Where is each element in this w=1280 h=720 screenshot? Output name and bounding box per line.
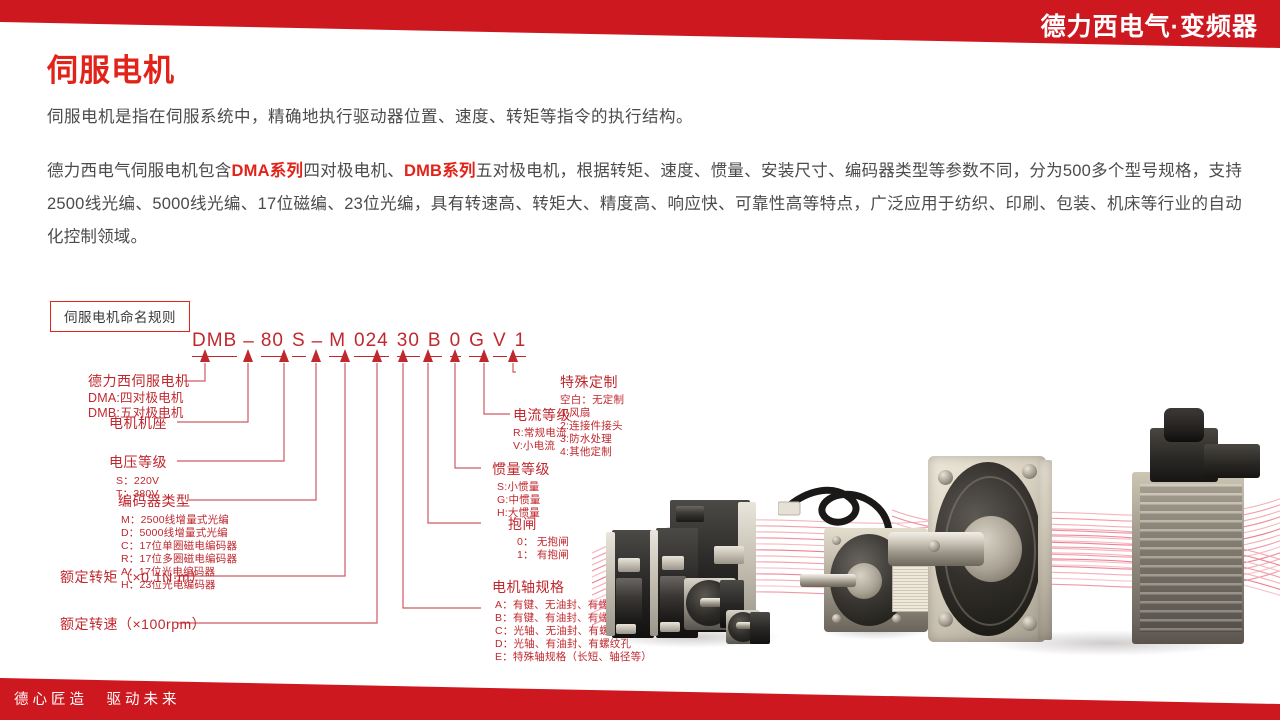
servo-drive-2-side xyxy=(650,530,658,636)
para-text-2: 四对极电机、 xyxy=(303,162,404,180)
big-motor-connector-cap xyxy=(1164,408,1204,442)
model-code-segment: S xyxy=(291,330,306,357)
label-frame: 电机机座 xyxy=(109,413,167,433)
body-paragraph: 德力西电气伺服电机包含DMA系列四对极电机、DMB系列五对极电机，根据转矩、速度… xyxy=(47,155,1242,254)
mid-motor-cable xyxy=(778,486,893,556)
label-voltage: 电压等级 S：220V T：380V xyxy=(109,452,167,501)
product-photo-group xyxy=(592,398,1280,674)
label-shaft-sub: A：有键、无油封、有螺纹孔 B：有键、有油封、有螺纹孔 C：光轴、无油封、有螺纹… xyxy=(495,599,653,663)
label-encoder-sub: M：2500线增量式光编 D：5000线增量式光编 C：17位单圈磁电编码器 R… xyxy=(121,514,238,591)
label-shaft: 电机轴规格 A：有键、无油封、有螺纹孔 B：有键、有油封、有螺纹孔 C：光轴、无… xyxy=(492,577,652,664)
big-motor-flange-edge xyxy=(1038,460,1052,640)
label-speed: 额定转速（×100rpm） xyxy=(60,614,206,634)
model-code-segment: 30 xyxy=(396,330,420,357)
page-subtitle: 伺服电机是指在伺服系统中，精确地执行驱动器位置、速度、转矩等指令的执行结构。 xyxy=(47,108,693,126)
label-torque-head: 额定转矩（×0.1N·m） xyxy=(60,569,205,585)
model-code-segment: DMB xyxy=(192,330,238,357)
label-brake: 抱闸 0： 无抱闸 1： 有抱闸 xyxy=(508,514,569,562)
drive-1-port xyxy=(618,558,640,572)
label-inertia: 惯量等级 S:小惯量 G:中惯量 H:大惯量 xyxy=(492,459,550,520)
label-custom: 特殊定制 空白：无定制 1:风扇 2:连接件接头 3:防水处理 4:其他定制 xyxy=(560,372,624,459)
label-inertia-head: 惯量等级 xyxy=(492,461,550,477)
model-code-segment: 024 xyxy=(354,330,389,357)
drive-label xyxy=(714,546,744,564)
label-frame-head: 电机机座 xyxy=(109,415,167,431)
model-code-segment: 0 xyxy=(449,330,462,357)
model-code-segment: M xyxy=(329,330,347,357)
model-code-segment: V xyxy=(492,330,507,357)
big-motor-bolt-tr xyxy=(1022,464,1037,479)
small-motor-b-back xyxy=(750,612,770,644)
model-code-segment: – xyxy=(311,331,324,352)
label-series-head: 德力西伺服电机 xyxy=(88,373,190,389)
drive-top-vent xyxy=(676,506,704,522)
label-current-head: 电流等级 xyxy=(513,407,571,423)
para-text-1: 德力西电气伺服电机包含 xyxy=(47,162,232,180)
para-highlight-dma: DMA系列 xyxy=(231,162,304,180)
big-motor-bolt-tl xyxy=(938,470,953,485)
big-motor-bolt-bl xyxy=(938,612,953,627)
mid-motor-bolt-tl xyxy=(832,536,841,545)
label-encoder: 编码器类型 M：2500线增量式光编 D：5000线增量式光编 C：17位单圈磁… xyxy=(118,491,237,592)
model-code-segment: – xyxy=(243,331,255,352)
label-voltage-sub: S：220V T：380V xyxy=(116,475,160,500)
big-motor-bolt-ml xyxy=(928,540,940,552)
label-speed-head: 额定转速（×100rpm） xyxy=(60,616,207,632)
brand-title: 德力西电气·变频器 xyxy=(1040,13,1258,41)
big-motor-bolt-br xyxy=(1022,616,1037,631)
label-series: 德力西伺服电机 DMA:四对极电机 DMB:五对极电机 xyxy=(88,371,190,421)
model-code-segment: 1 xyxy=(514,330,527,357)
label-shaft-head: 电机轴规格 xyxy=(492,579,565,595)
model-code-segment: 80 xyxy=(260,330,284,357)
label-torque: 额定转矩（×0.1N·m） xyxy=(60,567,205,587)
big-motor-connector-side xyxy=(1204,444,1260,478)
label-series-sub: DMA:四对极电机 DMB:五对极电机 xyxy=(88,391,184,420)
mid-motor-bolt-br xyxy=(892,614,901,623)
drive-1-footer xyxy=(616,624,636,634)
label-inertia-sub: S:小惯量 G:中惯量 H:大惯量 xyxy=(497,481,541,519)
label-encoder-head: 编码器类型 xyxy=(118,493,191,509)
drive-1-panel xyxy=(616,578,642,622)
para-text-3: 五对极电机，根据转矩、速度、惯量、安装尺寸、编码器类型等参数不同，分为500多个… xyxy=(47,162,1243,246)
label-current: 电流等级 R:常规电流 V:小电流 xyxy=(513,405,571,453)
footer-slogan: 德心匠造 驱动未来 xyxy=(14,692,181,708)
big-motor-fins xyxy=(1140,484,1242,632)
label-custom-head: 特殊定制 xyxy=(560,374,618,390)
model-code-segment: B xyxy=(427,330,442,357)
model-code-segment: G xyxy=(469,330,485,357)
label-brake-head: 抱闸 xyxy=(508,516,537,532)
label-brake-sub: 0： 无抱闸 1： 有抱闸 xyxy=(517,536,569,561)
para-highlight-dmb: DMB系列 xyxy=(404,162,476,180)
naming-rule-box: 伺服电机命名规则 xyxy=(50,301,190,332)
big-motor-body xyxy=(1132,472,1244,644)
mid-motor-bolt-bl xyxy=(832,614,841,623)
label-current-sub: R:常规电流 V:小电流 xyxy=(513,427,567,452)
label-custom-sub: 空白：无定制 1:风扇 2:连接件接头 3:防水处理 4:其他定制 xyxy=(560,394,625,458)
drive-2-footer xyxy=(660,622,680,632)
small-motor-b-shaft xyxy=(736,622,762,629)
page-title: 伺服电机 xyxy=(47,53,175,88)
mid-motor-shaft xyxy=(800,574,856,587)
drive-2-port xyxy=(662,556,684,570)
drive-2-panel xyxy=(660,576,686,620)
servo-drive-1-side xyxy=(606,532,615,636)
label-voltage-head: 电压等级 xyxy=(109,454,167,470)
